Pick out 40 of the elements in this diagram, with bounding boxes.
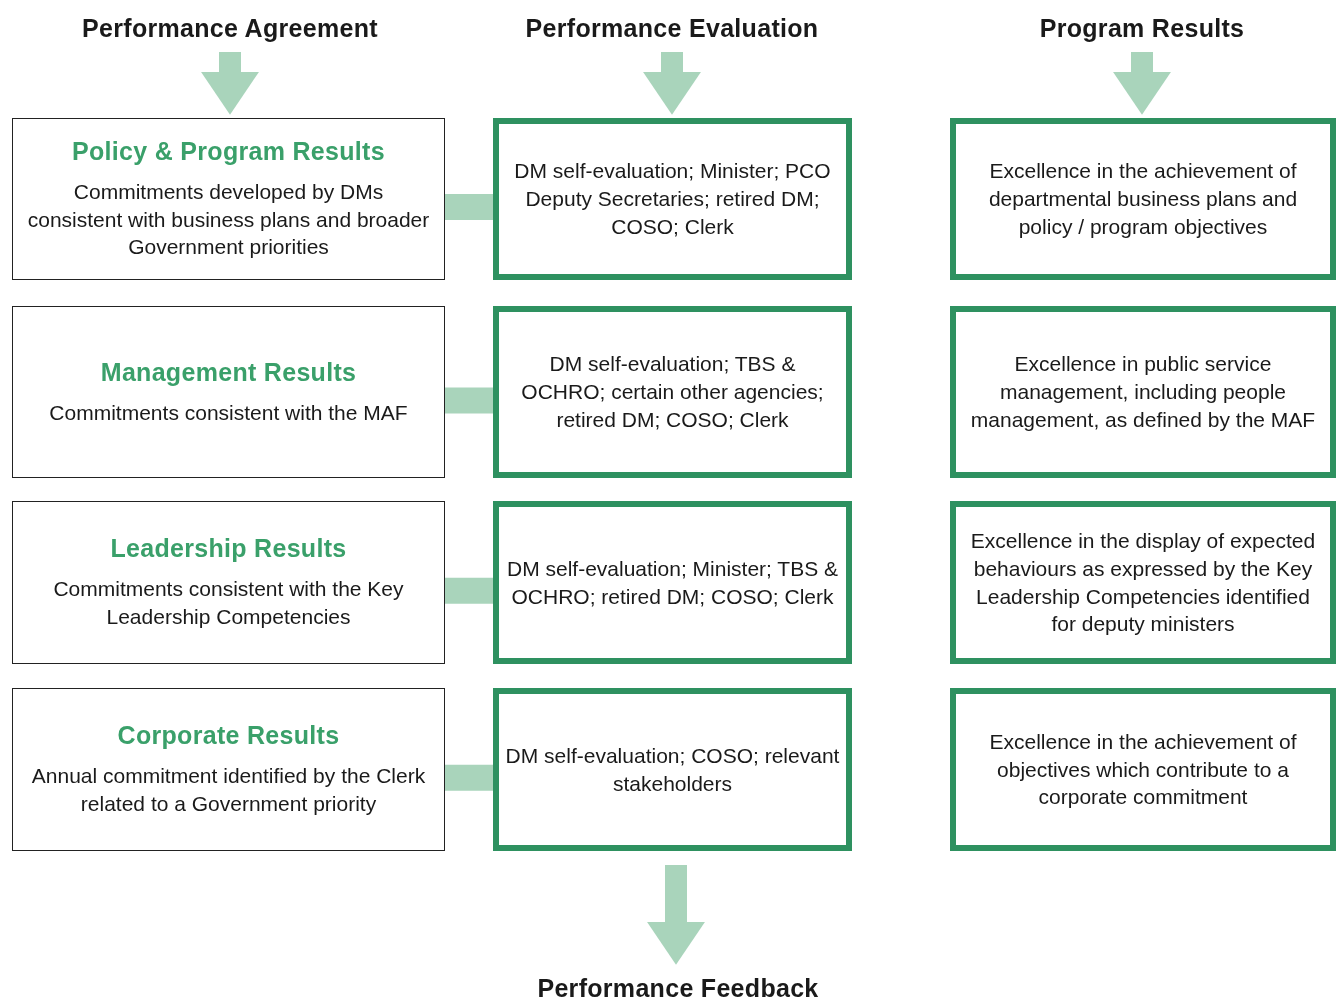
- result-box: [493, 118, 852, 280]
- box-text: DM self-evaluation; Minister; TBS & OCHRO; retired DM; COSO; Clerk: [505, 555, 840, 610]
- connector-bar: [445, 387, 493, 414]
- agreement-box: [12, 118, 445, 280]
- connector-bar: [445, 764, 493, 791]
- box-heading: Management Results: [100, 357, 357, 387]
- box-text: Annual commitment identified by the Clerk related to a Government priority: [30, 763, 427, 817]
- box-text: DM self-evaluation; Minister; PCO Deputy Secretaries; retired DM; COSO; Clerk: [513, 158, 832, 240]
- connector-bar: [445, 194, 493, 221]
- box-text: Excellence in the display of expected behaviours as expressed by the Key Leadership Competencies identified for deputy ministers: [969, 528, 1317, 638]
- box-text: Excellence in the achievement of objectives which contribute to a corporate commitment: [988, 728, 1298, 811]
- box-text: DM self-evaluation; TBS & OCHRO; certain other agencies; retired DM; COSO; Clerk: [520, 351, 825, 433]
- agreement-box: [12, 306, 445, 478]
- result-box: [950, 501, 1336, 664]
- box-text: Excellence in the achievement of departmental business plans and policy / program objectives: [987, 158, 1299, 240]
- result-box: [493, 501, 852, 664]
- column-heading: Performance Agreement: [40, 8, 420, 48]
- box-heading: Corporate Results: [117, 721, 340, 751]
- box-text: DM self-evaluation; COSO; relevant stakeholders: [505, 742, 840, 797]
- agreement-box: [12, 501, 445, 664]
- arrow: [647, 865, 705, 965]
- arrow: [643, 52, 701, 115]
- box-text: Commitments consistent with the Key Leadership Competencies: [52, 576, 405, 630]
- box-heading: Leadership Results: [110, 534, 347, 564]
- arrow: [1113, 52, 1171, 115]
- box-text: Commitments developed by DMs consistent with business plans and broader Government priorities: [26, 178, 431, 261]
- arrow: [201, 52, 259, 115]
- agreement-box: [12, 688, 445, 851]
- result-box: [950, 118, 1336, 280]
- result-box: [493, 688, 852, 851]
- connector-bar: [445, 577, 493, 604]
- result-box: [950, 688, 1336, 851]
- column-heading: Performance Feedback: [488, 968, 868, 998]
- result-box: [493, 306, 852, 478]
- result-box: [950, 306, 1336, 478]
- box-text: Commitments consistent with the MAF: [49, 399, 408, 426]
- box-text: Excellence in public service management, including people management, as defined by the MAF: [969, 351, 1317, 433]
- column-heading: Performance Evaluation: [482, 8, 862, 48]
- column-heading: Program Results: [952, 8, 1332, 48]
- box-heading: Policy & Program Results: [72, 136, 385, 166]
